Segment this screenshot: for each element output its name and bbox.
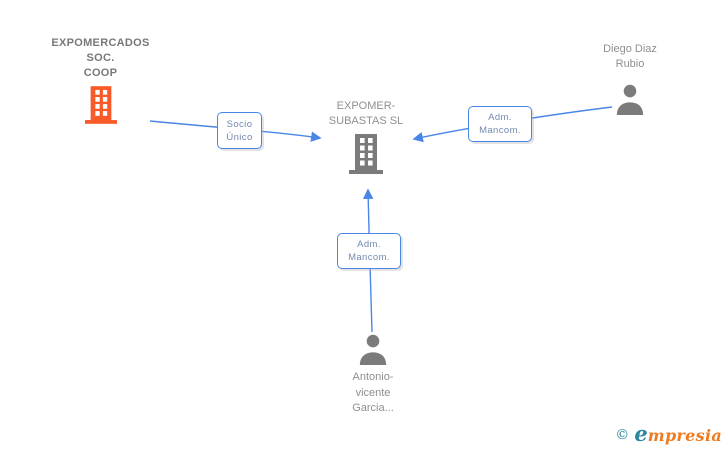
node-label: Diego Diaz Rubio: [603, 42, 657, 72]
copyright-symbol: ©: [615, 427, 630, 443]
node-label-line: Garcia...: [352, 402, 394, 414]
edge-label-line: Único: [226, 131, 253, 143]
logo-letter-e: e: [634, 421, 648, 446]
logo-wordmark: mpresia: [647, 426, 722, 445]
node-label-line: SOC.: [86, 52, 115, 64]
edge-label-line: Adm.: [488, 112, 512, 123]
edge-label-line: Mancom.: [348, 252, 390, 263]
node-label: Antonio- vicente Garcia...: [352, 370, 394, 417]
edge-label-adm-mancom-antonio: Adm. Mancom.: [337, 233, 401, 269]
node-label: EXPOMERCADOS SOC. COOP: [51, 36, 149, 81]
node-expomer-subastas-sl[interactable]: EXPOMER- SUBASTAS SL: [296, 99, 436, 174]
building-icon: [349, 134, 383, 174]
person-icon: [358, 334, 388, 365]
node-label-line: EXPOMERCADOS: [51, 37, 150, 49]
node-label-line: Rubio: [615, 58, 645, 70]
empresia-logo[interactable]: © empresia: [615, 421, 722, 446]
node-label-line: Antonio-: [352, 371, 394, 383]
person-icon: [615, 84, 645, 115]
node-label-line: COOP: [83, 67, 118, 79]
building-icon: [84, 86, 117, 124]
node-label-line: EXPOMER-: [336, 100, 396, 112]
edge-label-socio-unico: Socio Único: [217, 112, 262, 149]
node-label: EXPOMER- SUBASTAS SL: [329, 99, 403, 129]
edge-label-line: Socio: [226, 118, 253, 130]
edge-label-adm-mancom-diego: Adm. Mancom.: [468, 106, 532, 142]
node-label-line: vicente: [355, 386, 391, 399]
node-diego-diaz-rubio[interactable]: Diego Diaz Rubio: [560, 42, 700, 115]
node-expomercados-soc-coop[interactable]: EXPOMERCADOS SOC. COOP: [28, 36, 173, 124]
edge-label-line: Mancom.: [479, 125, 521, 136]
edge-label-line: Adm.: [357, 239, 381, 250]
node-label-line: Diego Diaz: [603, 43, 657, 55]
node-antonio-vicente-garcia[interactable]: Antonio- vicente Garcia...: [303, 334, 443, 417]
node-label-line: SUBASTAS SL: [328, 115, 404, 127]
